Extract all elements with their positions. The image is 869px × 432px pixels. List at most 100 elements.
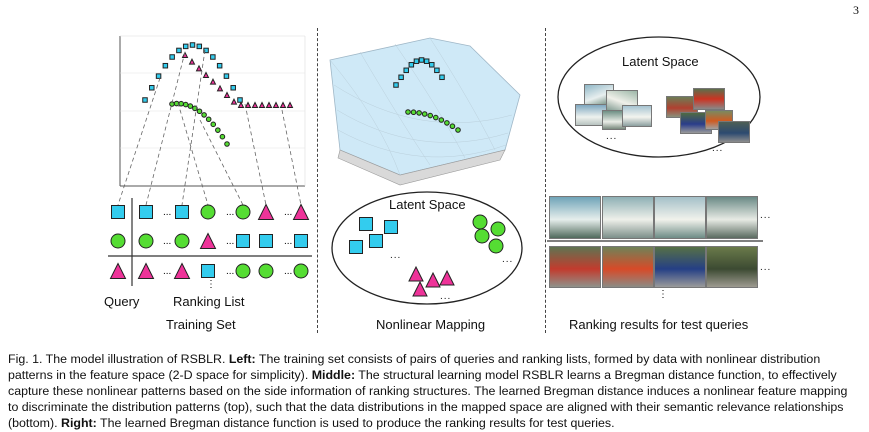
- cyan-square: [403, 67, 409, 74]
- green-circle: [210, 121, 217, 128]
- bear-cluster-ellipsis: ...: [606, 131, 618, 142]
- bear-thumbnail: [622, 105, 652, 127]
- mapped-surface-points: [393, 57, 461, 133]
- cyan-square: [139, 205, 153, 219]
- bear-result: [706, 196, 758, 239]
- magenta-triangle: [257, 203, 275, 220]
- cyan-square: [259, 234, 273, 248]
- caption-middle-head: Middle:: [311, 368, 356, 382]
- cyan-square: [294, 234, 308, 248]
- magenta-triangle: [265, 101, 273, 108]
- green-circle: [192, 105, 198, 112]
- middle-green-ellipsis: ...: [390, 250, 402, 261]
- magenta-triangle: [223, 91, 231, 98]
- cyan-square: [203, 47, 209, 54]
- feature-space-plot: [119, 35, 306, 187]
- green-circle: [444, 120, 450, 126]
- green-circle: [488, 238, 504, 254]
- cyan-square: [155, 73, 162, 79]
- race-car-thumbnail: [718, 121, 750, 143]
- green-circle: [455, 127, 461, 133]
- cyan-square: [149, 85, 155, 91]
- magenta-triangle: [258, 101, 266, 108]
- green-circle: [182, 101, 189, 108]
- bear-result: [602, 196, 654, 239]
- cyan-square: [142, 97, 148, 103]
- magenta-triangle: [199, 232, 217, 249]
- cyan-square: [418, 57, 425, 63]
- cyan-square: [423, 58, 430, 64]
- middle-latent-points: [349, 214, 506, 297]
- row-ellipsis: ...: [163, 236, 171, 247]
- middle-cyan-ellipsis: ...: [502, 254, 514, 265]
- magenta-triangle: [230, 98, 238, 105]
- magenta-triangle: [181, 51, 189, 58]
- dashed-link: [199, 119, 244, 206]
- car-result: [706, 246, 758, 288]
- bear-result-query: [549, 196, 601, 239]
- cyan-square: [223, 73, 230, 79]
- cyan-square: [349, 240, 363, 254]
- row-ellipsis: ...: [284, 207, 292, 218]
- cyan-square: [408, 62, 415, 68]
- magenta-triangle: [195, 64, 203, 72]
- cyan-square: [196, 43, 203, 50]
- magenta-triangle: [202, 71, 210, 78]
- green-circle: [178, 100, 184, 107]
- cyan-square: [111, 205, 125, 219]
- magenta-triangle: [292, 203, 310, 220]
- magenta-triangle: [251, 101, 259, 108]
- car-cluster-ellipsis: ...: [712, 143, 724, 154]
- ranking-list-label: Ranking List: [173, 294, 245, 309]
- green-circle: [416, 110, 422, 116]
- race-car-thumbnail: [693, 88, 725, 110]
- cyan-square: [359, 217, 373, 231]
- magenta-triangle: [286, 101, 294, 108]
- caption-left-head: Left:: [228, 352, 256, 366]
- dashed-link: [145, 51, 186, 206]
- right-latent-space-label: Latent Space: [622, 54, 699, 69]
- green-circle: [427, 112, 434, 119]
- cyan-square: [162, 62, 169, 69]
- dashed-link: [181, 49, 206, 206]
- car-result: [654, 246, 706, 288]
- caption-right-head: Right:: [61, 416, 97, 430]
- car-row-ellipsis: ...: [760, 262, 772, 273]
- query-label: Query: [104, 294, 140, 309]
- cyan-square: [439, 74, 445, 81]
- dashed-link: [117, 77, 161, 206]
- cyan-square: [230, 85, 236, 91]
- row-ellipsis: ...: [284, 266, 292, 277]
- magenta-triangle: [279, 101, 287, 108]
- green-circle: [438, 117, 445, 123]
- green-circle: [235, 204, 251, 220]
- green-circle: [421, 111, 428, 117]
- caption-prefix: Fig. 1. The model illustration of RSBLR.: [8, 352, 229, 366]
- cyan-square: [176, 47, 182, 54]
- green-circle: [138, 233, 154, 249]
- magenta-triangle: [272, 101, 280, 108]
- car-result: [602, 246, 654, 288]
- green-circle: [205, 116, 212, 123]
- green-circle: [474, 228, 490, 244]
- green-circle: [293, 263, 309, 279]
- green-circle: [235, 263, 251, 279]
- magenta-triangle: [188, 58, 196, 65]
- magenta-triangle: [408, 265, 424, 282]
- cyan-square: [237, 97, 243, 103]
- middle-magenta-ellipsis: ...: [440, 291, 452, 302]
- magenta-triangle: [439, 269, 455, 286]
- ranking-results-title: Ranking results for test queries: [569, 317, 749, 332]
- green-circle: [110, 233, 126, 249]
- cyan-square: [236, 234, 250, 248]
- dashed-link: [244, 103, 267, 206]
- results-vertical-ellipsis: ⋮: [658, 289, 669, 300]
- magenta-triangle: [209, 78, 217, 85]
- cyan-square: [393, 82, 399, 88]
- green-circle: [215, 127, 221, 133]
- cyan-square: [384, 220, 398, 234]
- cyan-square: [429, 62, 435, 68]
- green-circle: [449, 123, 456, 130]
- row-ellipsis: ...: [226, 236, 234, 247]
- caption-left-text: The training set consists of pairs of qu…: [8, 352, 821, 382]
